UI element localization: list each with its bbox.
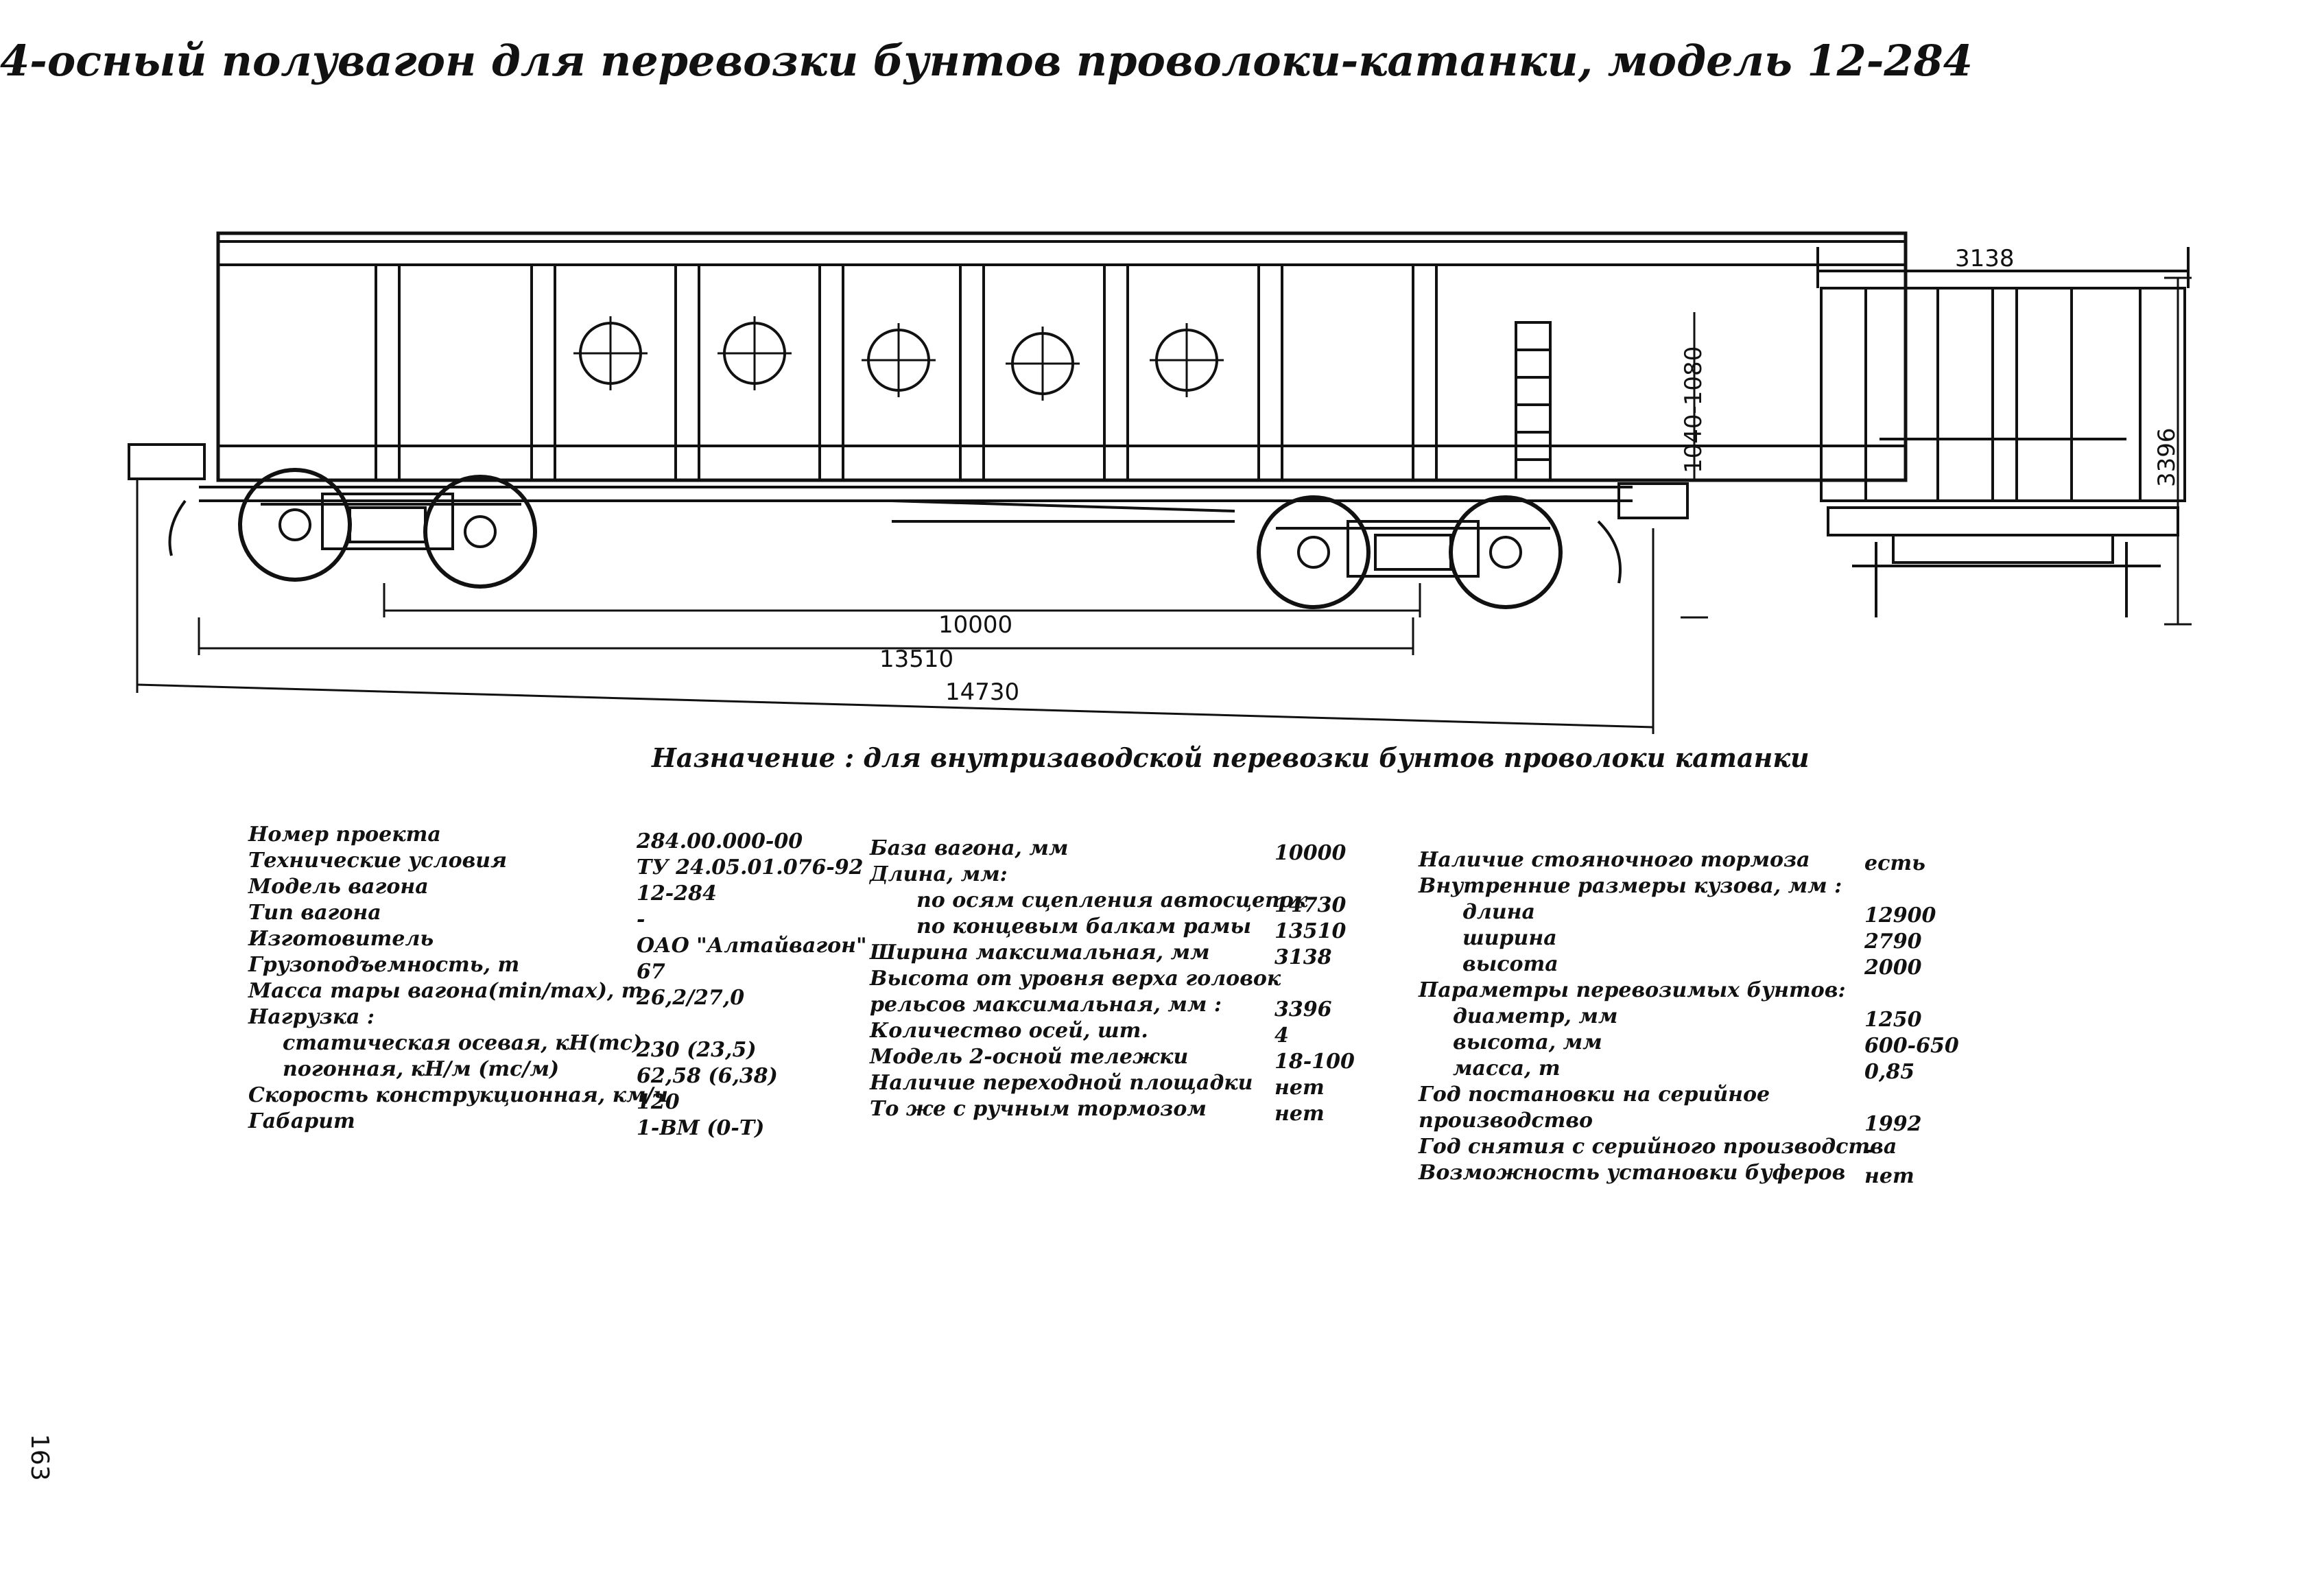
dim-frame-label: 13510 (879, 646, 953, 673)
underframe (128, 443, 1689, 584)
spec-label: Скорость конструкционная, км/ч (248, 1083, 668, 1107)
hatch-circle-3 (862, 323, 936, 397)
spec-value: 2790 (1864, 930, 1922, 954)
spec-value: 10000 (1274, 841, 1347, 865)
spec-label: Нагрузка : (248, 1005, 375, 1029)
spec-label: рельсов максимальная, мм : (870, 993, 1222, 1017)
spec-label: Параметры перевозимых бунтов: (1419, 978, 1846, 1002)
wagon-end-view (1816, 247, 2192, 626)
spec-value: ТУ 24.05.01.076-92 (637, 855, 864, 879)
spec-column-2-labels: База вагона, мм Длина, мм: по осям сцепл… (870, 836, 1307, 1122)
hatch-circle-4 (1006, 327, 1080, 401)
spec-label: Масса тары вагона(min/max), т (248, 979, 643, 1003)
spec-value: нет (1274, 1102, 1325, 1126)
spec-value: 26,2/27,0 (637, 986, 745, 1010)
dim-height-label: 3396 (2153, 427, 2181, 487)
spec-value: 62,58 (6,38) (637, 1064, 778, 1088)
dimension-lines-side (136, 312, 1708, 734)
spec-label: Длина, мм: (870, 862, 1008, 886)
wagon-body-side (216, 231, 1908, 482)
spec-value (1864, 1085, 1959, 1111)
spec-value: 1-ВМ (0-Т) (637, 1116, 765, 1140)
page-title: 4-осный полувагон для перевозки бунтов п… (0, 36, 1973, 86)
spec-label: Внутренние размеры кузова, мм : (1419, 874, 1842, 898)
spec-label: Грузоподъемность, т (248, 953, 520, 977)
spec-column-2-values: 10000 14730 13510 3138 3396 4 18-100 нет… (1274, 840, 1355, 1127)
spec-label: статическая осевая, кН(тс) (283, 1031, 643, 1055)
spec-value: 120 (637, 1090, 680, 1114)
spec-label: Модель 2-осной тележки (870, 1045, 1189, 1069)
spec-label: Модель вагона (248, 875, 429, 899)
spec-value: 284.00.000-00 (637, 829, 803, 853)
spec-label: Высота от уровня верха головок (870, 967, 1281, 991)
spec-label: Технические условия (248, 849, 507, 873)
spec-label: производство (1419, 1109, 1593, 1133)
spec-value: 4 (1274, 1024, 1289, 1048)
dim-width-label: 3138 (1955, 245, 2015, 272)
spec-value: 1992 (1864, 1112, 1922, 1136)
spec-column-1-labels: Номер проекта Технические условия Модель… (248, 822, 668, 1135)
spec-label: Наличие стояночного тормоза (1419, 848, 1810, 872)
spec-value: 230 (23,5) (637, 1038, 757, 1062)
spec-column-3-labels: Наличие стояночного тормоза Внутренние р… (1419, 847, 1897, 1186)
spec-label: Количество осей, шт. (870, 1019, 1148, 1043)
dim-base-label: 10000 (938, 611, 1012, 639)
spec-label: по осям сцепления автосцепок (916, 888, 1308, 912)
spec-label: Год снятия с серийного производства (1419, 1135, 1897, 1159)
page-number: 163 (25, 1434, 54, 1481)
spec-label: Изготовитель (248, 927, 434, 951)
spec-column-1-values: 284.00.000-00 ТУ 24.05.01.076-92 12-284 … (637, 829, 867, 1142)
dim-height-side-label: 1040-1080 (1680, 346, 1707, 473)
spec-label: диаметр, мм (1453, 1004, 1618, 1028)
spec-value (1864, 877, 1959, 903)
spec-value (637, 1011, 867, 1037)
spec-label: высота, мм (1453, 1030, 1602, 1054)
spec-value: 2000 (1864, 956, 1922, 980)
spec-label: То же с ручным тормозом (870, 1097, 1207, 1121)
spec-value: 600-650 (1864, 1034, 1959, 1058)
spec-value: 0,85 (1864, 1060, 1915, 1084)
spec-value (1864, 981, 1959, 1007)
spec-value: есть (1864, 851, 1925, 875)
spec-value: нет (1274, 1076, 1325, 1100)
spec-value (1274, 971, 1355, 997)
spec-label: ширина (1462, 926, 1557, 950)
spec-value: нет (1864, 1164, 1914, 1188)
spec-label: Ширина максимальная, мм (870, 941, 1210, 965)
spec-value: 3138 (1274, 945, 1332, 969)
spec-label: по концевым балкам рамы (916, 914, 1252, 938)
spec-value: 18-100 (1274, 1050, 1355, 1074)
spec-label: Наличие переходной площадки (870, 1071, 1253, 1095)
spec-value (1274, 866, 1355, 893)
spec-label: Номер проекта (248, 823, 441, 847)
spec-column-3-values: есть 12900 2790 2000 1250 600-650 0,85 1… (1864, 851, 1959, 1190)
spec-value: 3396 (1274, 997, 1332, 1021)
hatch-circle-1 (573, 316, 648, 390)
purpose-text: Назначение : для внутризаводской перевоз… (652, 742, 1810, 773)
hatch-circle-2 (718, 316, 792, 390)
spec-value: 67 (637, 960, 665, 984)
spec-label: погонная, кН/м (тс/м) (283, 1057, 560, 1081)
spec-label: высота (1462, 952, 1558, 976)
spec-value: ОАО "Алтайвагон" (637, 934, 867, 958)
spec-value: 12900 (1864, 903, 1936, 928)
spec-label: Возможность установки буферов (1419, 1161, 1846, 1185)
spec-value: 13510 (1274, 919, 1347, 943)
spec-label: База вагона, мм (870, 836, 1069, 860)
spec-value: 12-284 (637, 882, 717, 906)
spec-label: длина (1462, 900, 1535, 924)
bogie-left (238, 468, 537, 589)
spec-value: - (637, 908, 645, 932)
hatch-circle-5 (1150, 323, 1224, 397)
dim-total-label: 14730 (945, 678, 1019, 706)
spec-label: Габарит (248, 1109, 355, 1133)
spec-value: 14730 (1274, 893, 1347, 917)
spec-label: масса, т (1453, 1056, 1561, 1080)
bogie-right (1257, 495, 1563, 609)
spec-label: Тип вагона (248, 901, 381, 925)
spec-value: - (1864, 1138, 1873, 1162)
spec-value: 1250 (1864, 1008, 1922, 1032)
spec-label: Год постановки на серийное (1419, 1083, 1770, 1107)
